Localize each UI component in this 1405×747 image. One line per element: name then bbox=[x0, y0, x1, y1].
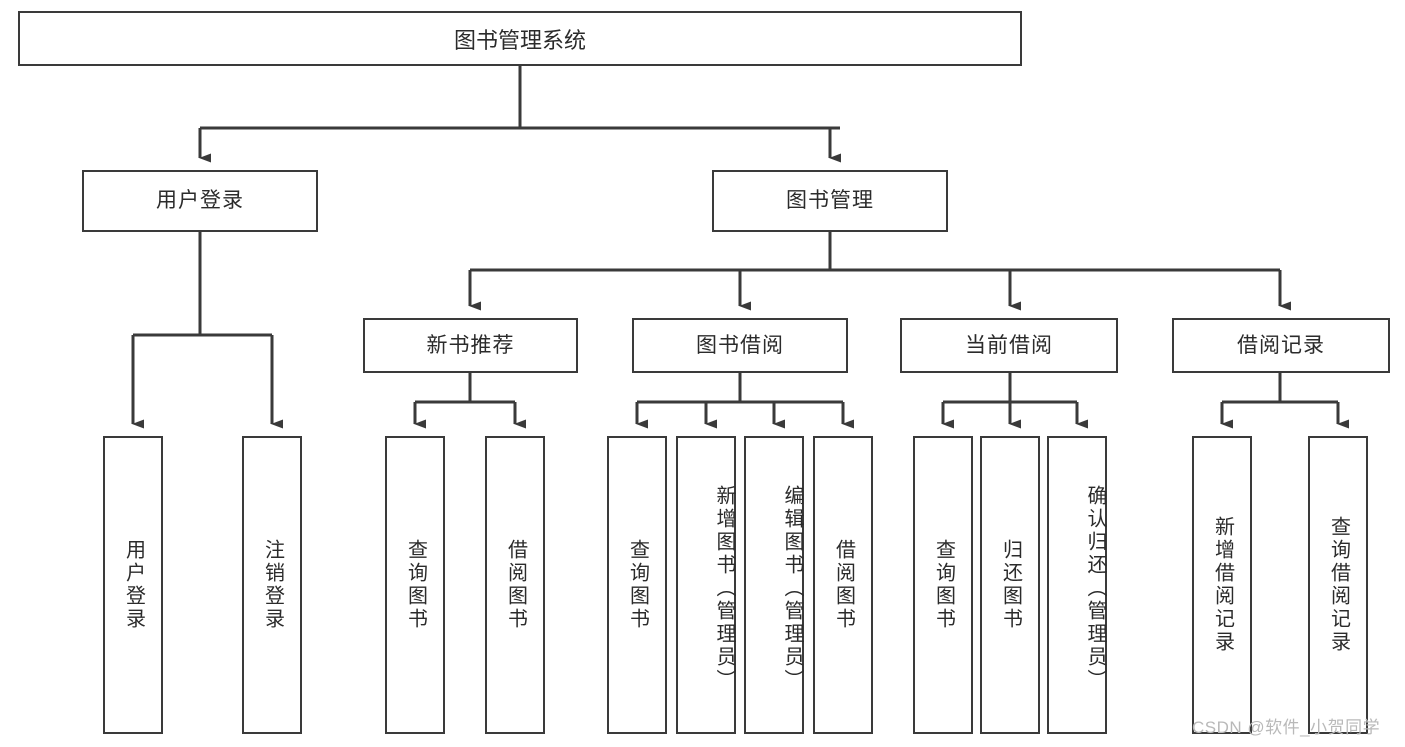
leaf-add-borrow-record[interactable]: 新增借阅记录 bbox=[1192, 436, 1252, 734]
leaf-confirm-return-admin[interactable]: 确认归还（管理员） bbox=[1047, 436, 1107, 734]
leaf-user-login[interactable]: 用户登录 bbox=[103, 436, 163, 734]
leaf-query-book-recommend[interactable]: 查询图书 bbox=[385, 436, 445, 734]
leaf-borrow-book-recommend[interactable]: 借阅图书 bbox=[485, 436, 545, 734]
node-book-borrow[interactable]: 图书借阅 bbox=[632, 318, 848, 373]
node-book-management[interactable]: 图书管理 bbox=[712, 170, 948, 232]
leaf-query-book-current[interactable]: 查询图书 bbox=[913, 436, 973, 734]
leaf-query-borrow-record[interactable]: 查询借阅记录 bbox=[1308, 436, 1368, 734]
leaf-add-book-admin[interactable]: 新增图书（管理员） bbox=[676, 436, 736, 734]
leaf-return-book[interactable]: 归还图书 bbox=[980, 436, 1040, 734]
leaf-logout[interactable]: 注销登录 bbox=[242, 436, 302, 734]
node-user-login[interactable]: 用户登录 bbox=[82, 170, 318, 232]
node-root-library-system[interactable]: 图书管理系统 bbox=[18, 11, 1022, 66]
leaf-query-book-borrow[interactable]: 查询图书 bbox=[607, 436, 667, 734]
node-new-book-recommend[interactable]: 新书推荐 bbox=[363, 318, 578, 373]
leaf-borrow-book[interactable]: 借阅图书 bbox=[813, 436, 873, 734]
watermark: CSDN @软件_小贺同学 bbox=[1192, 718, 1381, 737]
leaf-edit-book-admin[interactable]: 编辑图书（管理员） bbox=[744, 436, 804, 734]
node-borrow-record[interactable]: 借阅记录 bbox=[1172, 318, 1390, 373]
node-current-borrow[interactable]: 当前借阅 bbox=[900, 318, 1118, 373]
